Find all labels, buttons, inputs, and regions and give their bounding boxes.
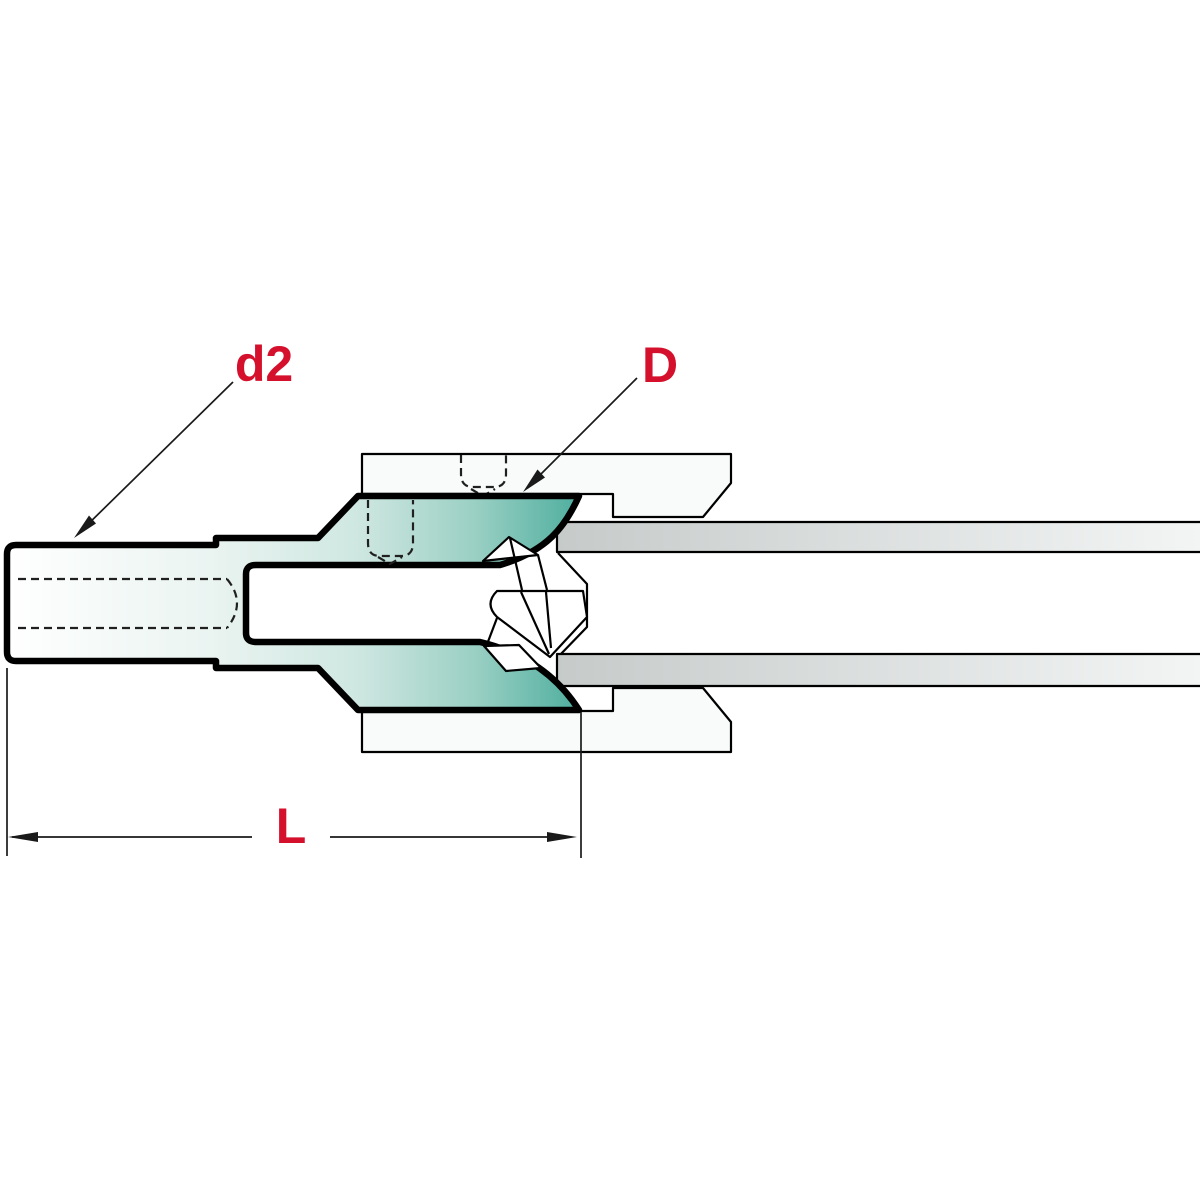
drill-tip-chisel-line-2: [544, 591, 553, 649]
center-hub-edges: [557, 552, 589, 658]
upper-facet-edge-line-1: [508, 537, 524, 591]
label-cutting-diameter: D: [642, 337, 678, 393]
leader-line-d2: [79, 381, 234, 533]
lower-cutting-facet: [482, 643, 543, 673]
dimension-L: L: [6, 668, 582, 858]
leader-arrowhead-D: [523, 469, 545, 492]
guide-rods: [555, 520, 1200, 688]
drill-tip-outline: [489, 589, 589, 659]
tool-body-outline: [3, 492, 583, 714]
label-overall-length: L: [276, 798, 307, 854]
bore-hidden-line-end: [226, 578, 239, 629]
top-guide-rod: [555, 520, 1200, 554]
shank-bore-hidden-lines: [18, 577, 239, 630]
bottom-clamp-plate: [360, 686, 733, 754]
dimension-arrowhead-right: [547, 832, 577, 842]
upper-facet-edge-line-2: [536, 554, 549, 591]
bottom-guide-rod: [555, 652, 1200, 688]
drill-tip-chisel-line-1: [519, 591, 551, 655]
leader-d2: d2: [74, 336, 293, 538]
dimension-arrowhead-left: [8, 832, 38, 842]
upper-cutting-facet: [481, 535, 540, 563]
cutting-edge-facets: [481, 535, 549, 673]
leader-D: D: [523, 337, 678, 492]
leader-line-D: [527, 377, 638, 488]
label-shank-diameter: d2: [235, 336, 293, 392]
leader-arrowhead-d2: [74, 515, 96, 538]
center-drill-tip: [489, 589, 589, 659]
cutter-screwhole-point-hidden-line: [377, 556, 403, 566]
lower-facet-edge-line: [484, 617, 499, 648]
cutter-screwhole-hidden-lines: [366, 500, 415, 566]
